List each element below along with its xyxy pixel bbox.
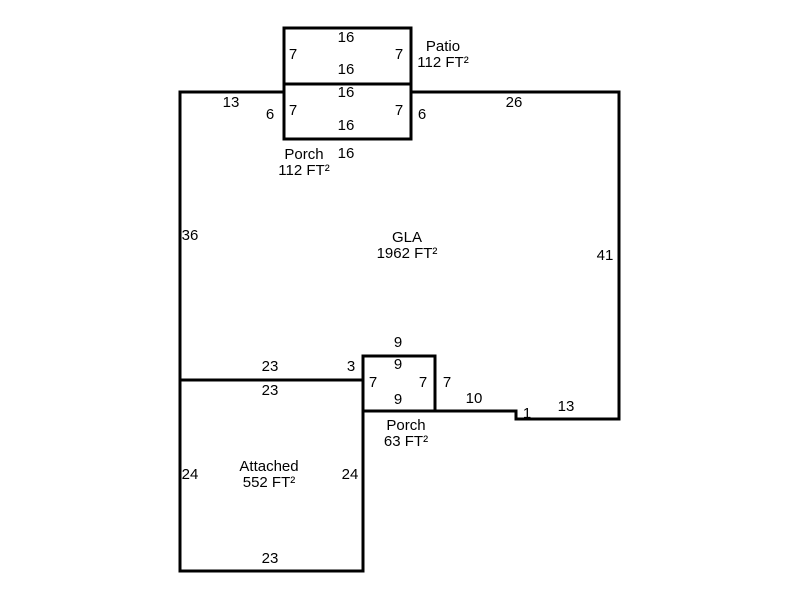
dimension-label: 23 bbox=[261, 358, 279, 375]
dimension-label: 13 bbox=[557, 398, 575, 415]
dimension-label: 1 bbox=[522, 405, 532, 422]
dimension-label: 7 bbox=[288, 46, 298, 63]
porch-top-outline bbox=[282, 82, 413, 141]
attached-outline bbox=[178, 380, 365, 573]
dimension-label: 16 bbox=[337, 29, 355, 46]
dimension-label: 36 bbox=[181, 227, 199, 244]
dimension-label: 41 bbox=[596, 247, 614, 264]
dimension-label: 3 bbox=[346, 358, 356, 375]
dimension-label: 13 bbox=[222, 94, 240, 111]
dimension-label: 7 bbox=[288, 102, 298, 119]
dimension-label: 26 bbox=[505, 94, 523, 111]
dimension-label: 16 bbox=[337, 145, 355, 162]
dimension-label: 9 bbox=[393, 391, 403, 408]
dimension-label: 7 bbox=[394, 46, 404, 63]
dimension-label: 16 bbox=[337, 84, 355, 101]
dimension-label: 16 bbox=[337, 117, 355, 134]
dimension-label: 24 bbox=[181, 466, 199, 483]
dimension-label: 7 bbox=[394, 102, 404, 119]
dimension-label: 24 bbox=[341, 466, 359, 483]
dimension-label: 16 bbox=[337, 61, 355, 78]
dimension-label: 9 bbox=[393, 334, 403, 351]
dimension-label: 10 bbox=[465, 390, 483, 407]
dimension-label: 23 bbox=[261, 382, 279, 399]
dimension-label: 23 bbox=[261, 550, 279, 567]
dimension-label: 7 bbox=[418, 374, 428, 391]
dimension-label: 7 bbox=[442, 374, 452, 391]
dimension-label: 6 bbox=[265, 106, 275, 123]
dimension-label: 7 bbox=[368, 374, 378, 391]
dimension-label: 6 bbox=[417, 106, 427, 123]
dimension-label: 9 bbox=[393, 356, 403, 373]
